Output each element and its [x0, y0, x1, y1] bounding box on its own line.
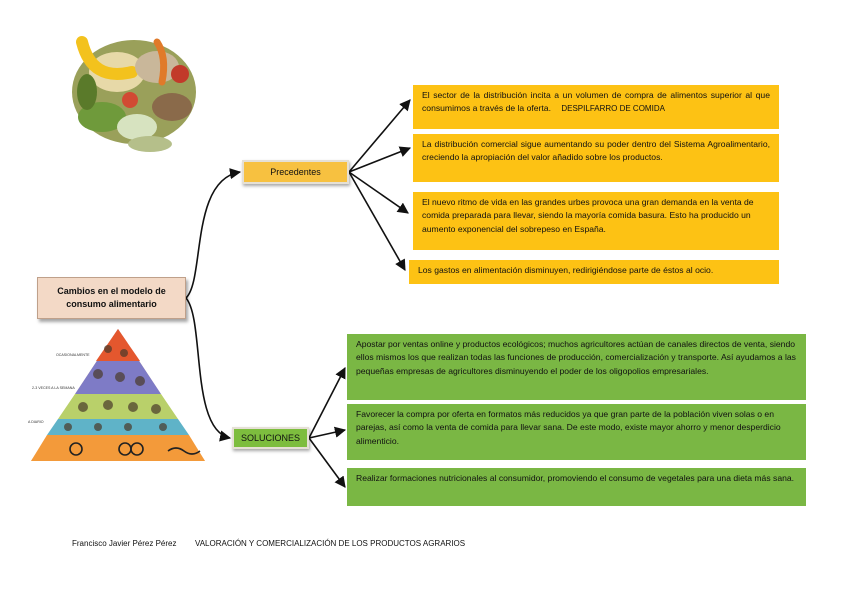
footer: Francisco Javier Pérez Pérez VALORACIÓN … [72, 539, 465, 548]
precedentes-node: Precedentes [242, 160, 349, 184]
soluciones-item-text: Apostar por ventas online y productos ec… [356, 339, 796, 376]
soluciones-node: SOLUCIONES [232, 427, 309, 449]
link-prec-4 [349, 172, 405, 270]
link-sol-1 [309, 368, 345, 438]
precedentes-item: La distribución comercial sigue aumentan… [413, 134, 779, 182]
footer-author: Francisco Javier Pérez Pérez [72, 539, 176, 548]
soluciones-item-text: Realizar formaciones nutricionales al co… [356, 473, 794, 483]
link-central-soluciones [186, 298, 230, 438]
precedentes-item-text: El nuevo ritmo de vida en las grandes ur… [422, 197, 754, 234]
precedentes-item: Los gastos en alimentación disminuyen, r… [409, 260, 779, 284]
link-central-precedentes [186, 172, 240, 298]
precedentes-item: El sector de la distribución incita a un… [413, 85, 779, 129]
footer-course: VALORACIÓN Y COMERCIALIZACIÓN DE LOS PRO… [195, 539, 465, 548]
precedentes-item-tag: DESPILFARRO DE COMIDA [561, 104, 665, 113]
link-sol-2 [309, 430, 345, 438]
soluciones-item-text: Favorecer la compra por oferta en format… [356, 409, 781, 446]
precedentes-item-text: Los gastos en alimentación disminuyen, r… [418, 265, 713, 275]
precedentes-item: El nuevo ritmo de vida en las grandes ur… [413, 192, 779, 250]
precedentes-label: Precedentes [270, 167, 321, 177]
central-node: Cambios en el modelo de consumo alimenta… [37, 277, 186, 319]
soluciones-item: Apostar por ventas online y productos ec… [347, 334, 806, 400]
soluciones-item: Favorecer la compra por oferta en format… [347, 404, 806, 460]
link-sol-3 [309, 438, 345, 487]
soluciones-label: SOLUCIONES [241, 433, 300, 443]
central-node-label: Cambios en el modelo de consumo alimenta… [38, 285, 185, 311]
link-prec-1 [349, 100, 410, 172]
precedentes-item-text: La distribución comercial sigue aumentan… [422, 139, 770, 162]
soluciones-item: Realizar formaciones nutricionales al co… [347, 468, 806, 506]
link-prec-3 [349, 172, 408, 213]
